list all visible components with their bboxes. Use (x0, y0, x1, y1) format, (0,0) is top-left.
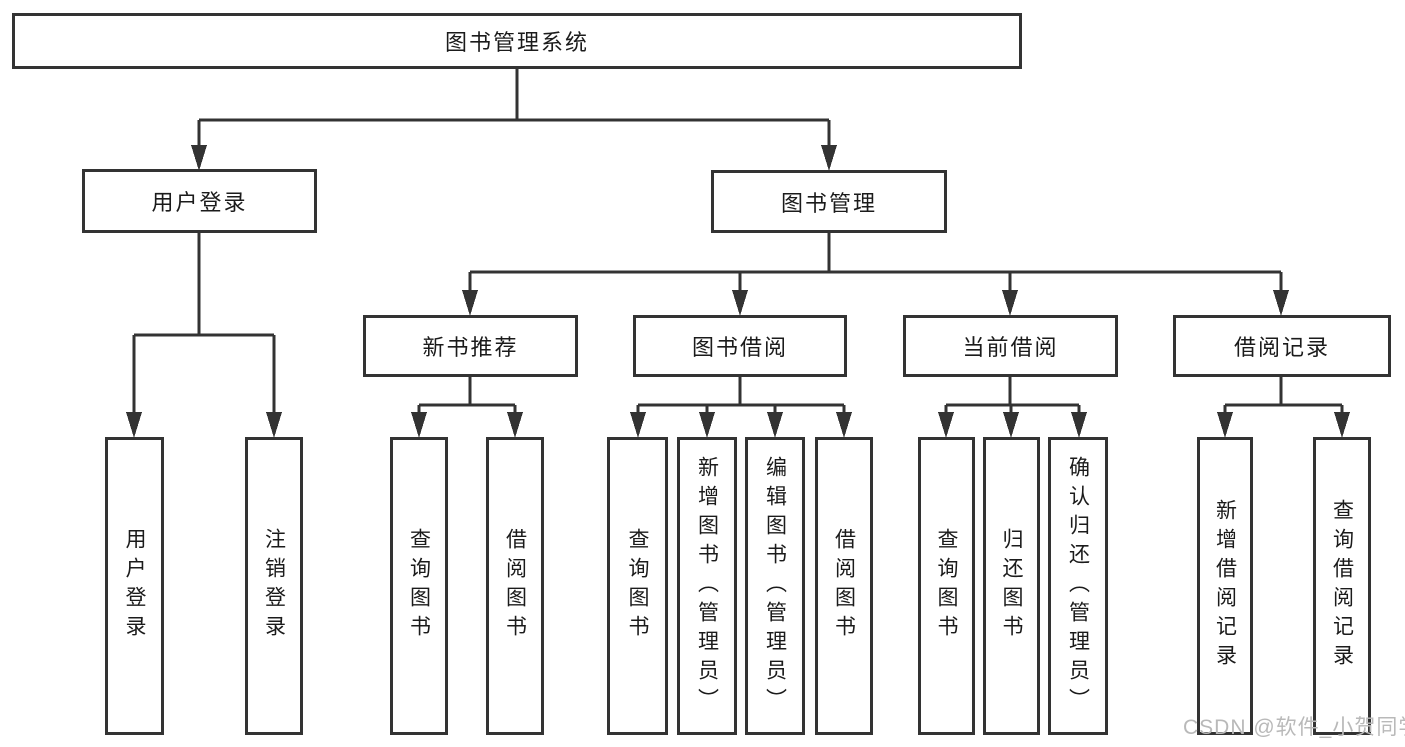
node-current-borrowing: 当前借阅 (903, 315, 1118, 377)
node-user-login-label: 用户登录 (151, 190, 248, 215)
node-book-borrowing-label: 图书借阅 (691, 335, 788, 360)
node-current-borrowing-label: 当前借阅 (962, 335, 1059, 360)
connector-borrowing-to-leaves (636, 377, 846, 414)
arrow-down-icon (191, 145, 207, 171)
arrow-down-icon (462, 290, 478, 316)
leaf-edit-books-admin-label: 编辑图书（管理员） (763, 455, 787, 717)
node-new-book-recommend-label: 新书推荐 (422, 335, 519, 360)
leaf-return-books-label: 归还图书 (1000, 528, 1023, 644)
leaf-query-books-2-label: 查询图书 (626, 528, 649, 644)
leaf-query-books-1-label: 查询图书 (407, 528, 431, 644)
leaf-query-books-2: 查询图书 (607, 437, 668, 735)
arrow-down-icon (1334, 412, 1350, 438)
leaf-query-borrow-record-label: 查询借阅记录 (1330, 499, 1354, 673)
arrow-down-icon (1071, 412, 1087, 438)
leaf-confirm-return-admin: 确认归还（管理员） (1048, 437, 1108, 735)
node-user-login: 用户登录 (82, 169, 317, 233)
node-book-management-label: 图书管理 (780, 190, 877, 216)
leaf-query-books-3: 查询图书 (918, 437, 975, 735)
node-borrowing-records-label: 借阅记录 (1233, 335, 1330, 360)
leaf-query-books-3-label: 查询图书 (935, 528, 958, 644)
leaf-confirm-return-admin-label: 确认归还（管理员） (1066, 455, 1090, 717)
leaf-return-books: 归还图书 (983, 437, 1040, 735)
connector-newbook-to-leaves (417, 377, 517, 414)
arrow-down-icon (411, 412, 427, 438)
leaf-user-login-label: 用户登录 (123, 528, 146, 644)
node-book-management: 图书管理 (711, 170, 947, 233)
node-root: 图书管理系统 (12, 13, 1022, 69)
arrow-down-icon (938, 412, 954, 438)
arrow-down-icon (1003, 412, 1019, 438)
leaf-borrow-books-2: 借阅图书 (815, 437, 873, 735)
leaf-logout-label: 注销登录 (262, 528, 286, 644)
leaf-edit-books-admin: 编辑图书（管理员） (745, 437, 805, 735)
connector-userlogin-to-leaves (132, 233, 276, 414)
leaf-add-borrow-record-label: 新增借阅记录 (1213, 499, 1237, 673)
connector-root-to-level2 (197, 69, 831, 147)
node-root-label: 图书管理系统 (444, 30, 589, 55)
leaf-borrow-books-1: 借阅图书 (486, 437, 544, 735)
arrow-down-icon (630, 412, 646, 438)
leaf-borrow-books-1-label: 借阅图书 (503, 528, 527, 644)
leaf-user-login: 用户登录 (105, 437, 164, 735)
arrow-down-icon (821, 145, 837, 171)
arrow-down-icon (767, 412, 783, 438)
csdn-watermark: CSDN @软件_小贺同学 (1183, 716, 1405, 739)
leaf-add-books-admin: 新增图书（管理员） (677, 437, 737, 735)
arrow-down-icon (126, 412, 142, 438)
connector-records-to-leaves (1223, 377, 1344, 414)
arrow-down-icon (699, 412, 715, 438)
leaf-add-books-admin-label: 新增图书（管理员） (695, 455, 719, 717)
leaf-add-borrow-record: 新增借阅记录 (1197, 437, 1253, 735)
arrow-down-icon (1273, 290, 1289, 316)
connector-current-to-leaves (944, 377, 1081, 414)
arrow-down-icon (836, 412, 852, 438)
arrow-down-icon (1217, 412, 1233, 438)
node-book-borrowing: 图书借阅 (633, 315, 847, 377)
leaf-logout: 注销登录 (245, 437, 303, 735)
leaf-query-books-1: 查询图书 (390, 437, 448, 735)
leaf-query-borrow-record: 查询借阅记录 (1313, 437, 1371, 735)
node-borrowing-records: 借阅记录 (1173, 315, 1391, 377)
connector-bookmgmt-to-level3 (468, 233, 1283, 292)
node-new-book-recommend: 新书推荐 (363, 315, 578, 377)
leaf-borrow-books-2-label: 借阅图书 (832, 528, 856, 644)
arrow-down-icon (1002, 290, 1018, 316)
arrow-down-icon (266, 412, 282, 438)
arrow-down-icon (507, 412, 523, 438)
arrow-down-icon (732, 290, 748, 316)
